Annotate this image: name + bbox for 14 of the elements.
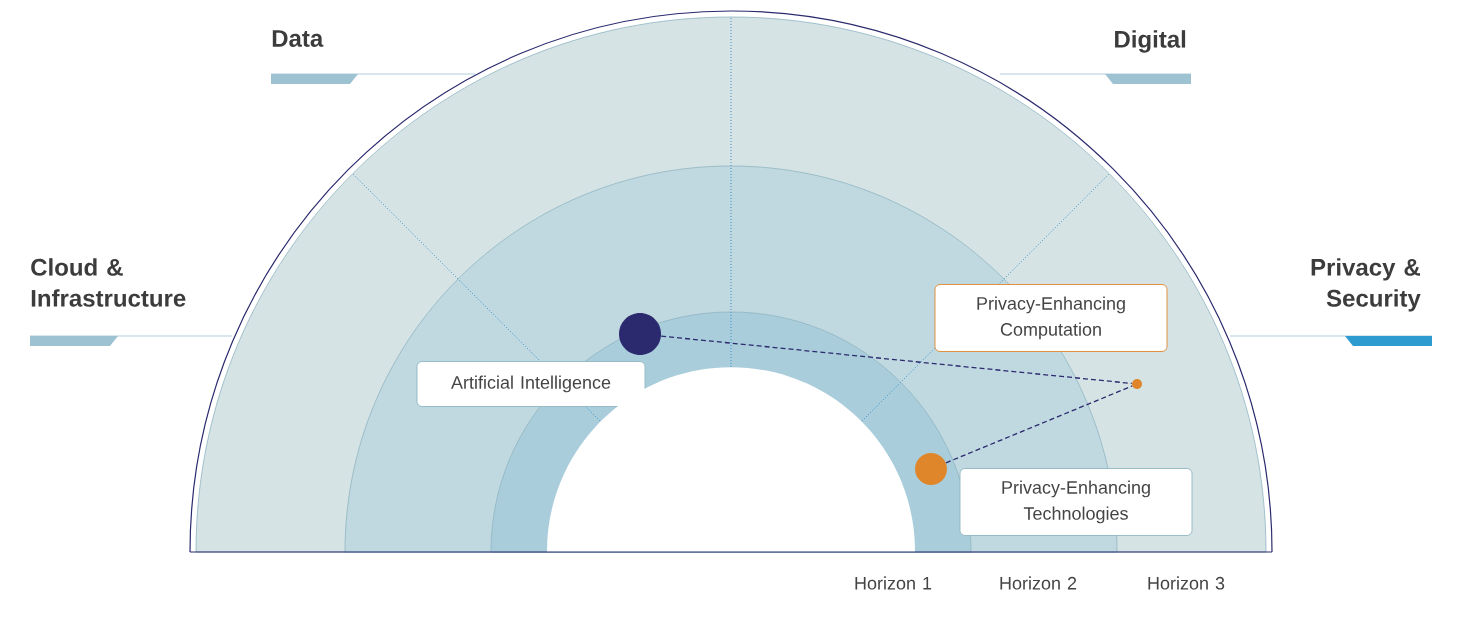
dot-marker <box>619 313 661 355</box>
text-box: Privacy-Enhancing Computation <box>934 284 1168 352</box>
dashed-connector <box>945 385 1133 464</box>
dot-marker <box>915 453 947 485</box>
quadrant-heading: Privacy & Security <box>1311 258 1421 312</box>
horizon-label: Horizon 1 <box>855 576 932 590</box>
quadrant-heading: Data <box>272 30 324 47</box>
horizon-label: Horizon 2 <box>1000 576 1077 590</box>
quadrant-heading: Cloud & Infrastructure <box>31 258 186 307</box>
dashed-connector <box>660 335 1133 385</box>
text-box: Artificial Intelligence <box>416 361 646 407</box>
text-box: Privacy-Enhancing Technologies <box>959 468 1193 536</box>
horizon-label: Horizon 3 <box>1148 576 1225 590</box>
quadrant-heading: Digital <box>1115 30 1186 53</box>
